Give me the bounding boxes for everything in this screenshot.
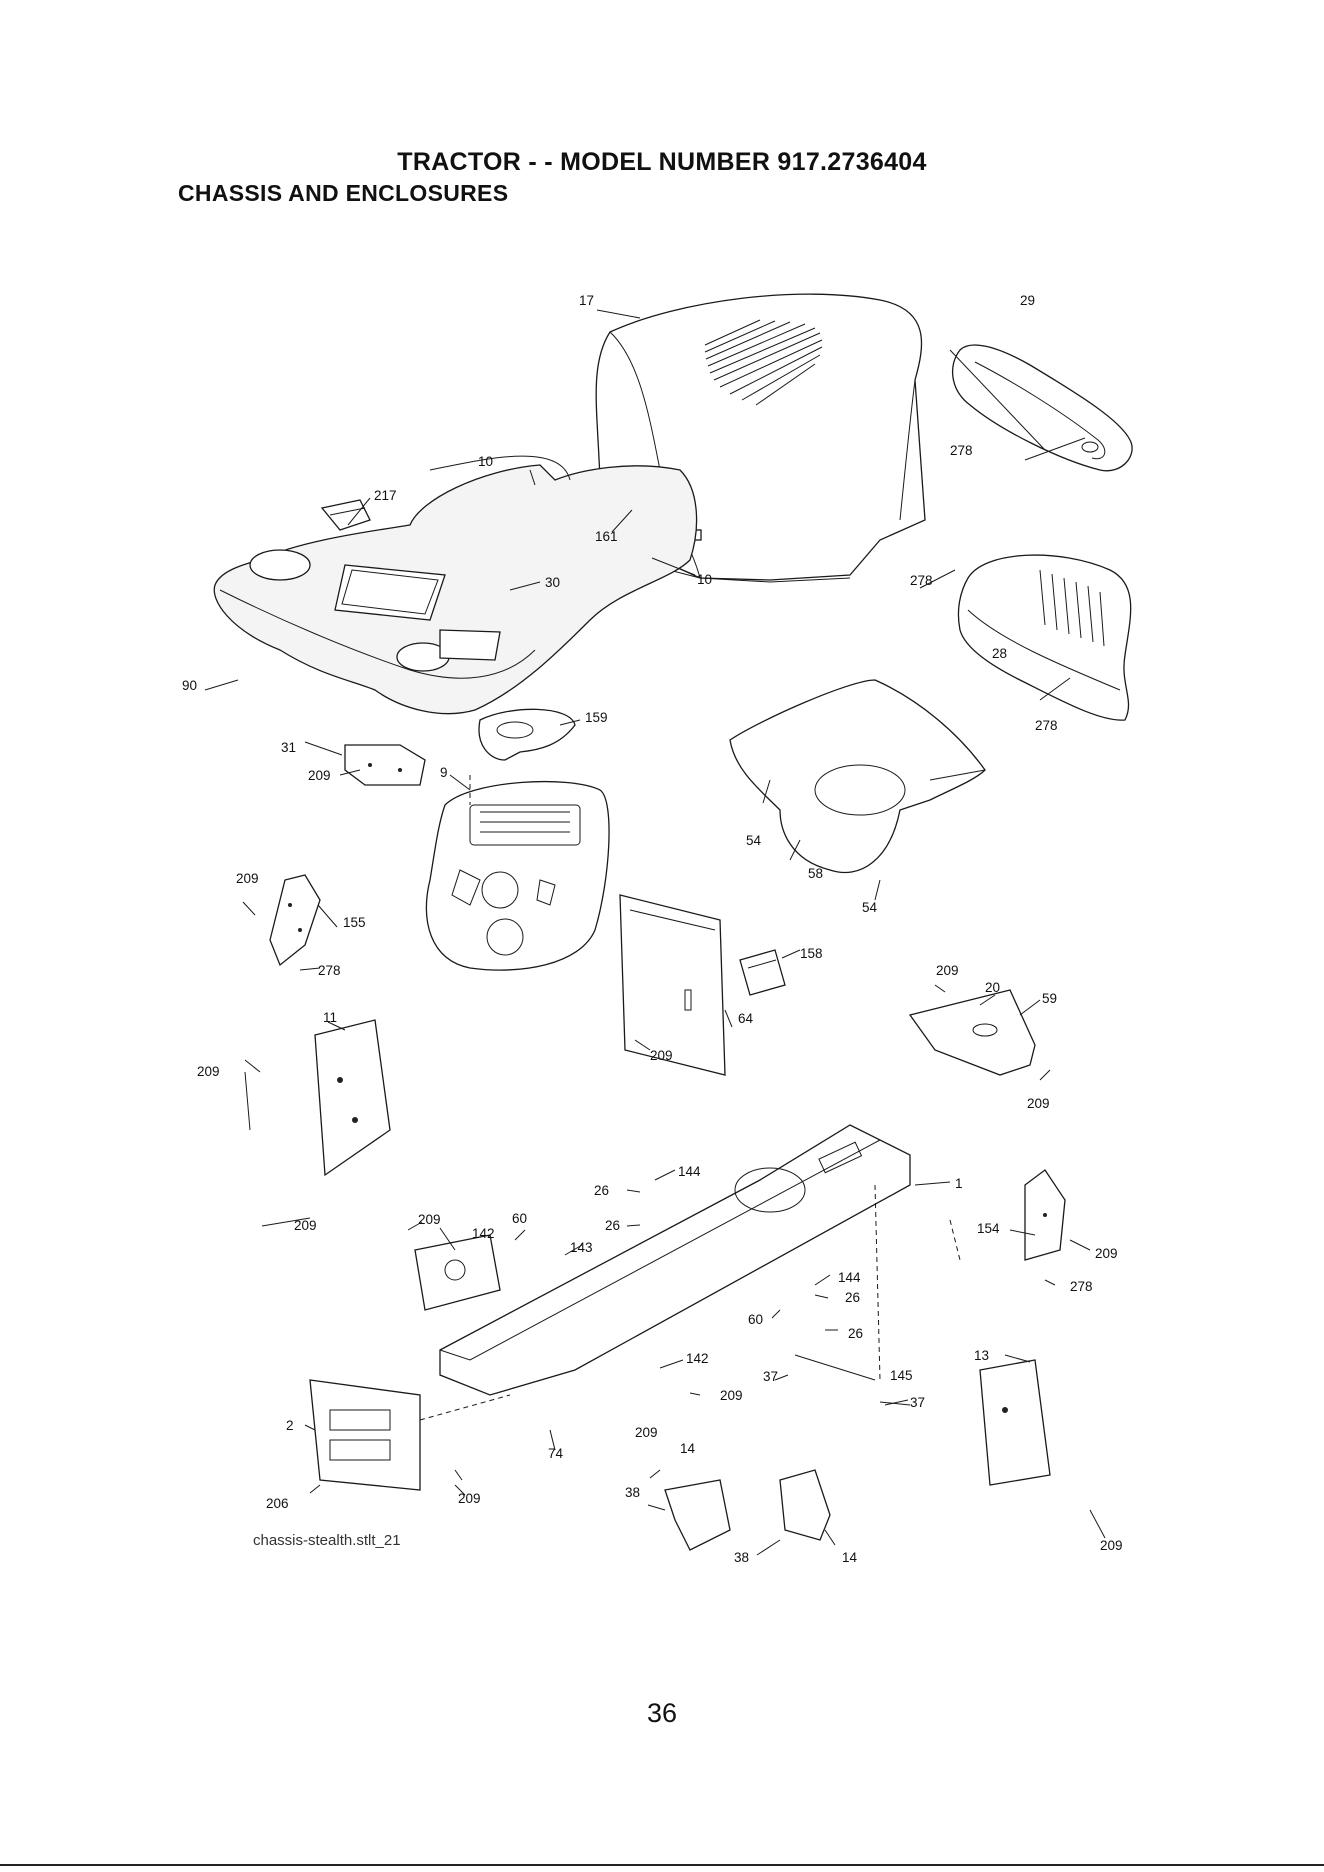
callout-209: 209 [1027,1096,1050,1111]
callout-59: 59 [1042,991,1057,1006]
callout-26: 26 [848,1326,863,1341]
callout-144: 144 [678,1164,701,1179]
callout-37: 37 [763,1369,778,1384]
hood-grille-vents [704,319,823,406]
callout-209: 209 [936,963,959,978]
callout-26: 26 [605,1218,620,1233]
callout-278: 278 [318,963,341,978]
callout-74: 74 [548,1446,564,1461]
plate-part-20 [908,989,1036,1076]
plate-part-2 [309,1379,421,1491]
grille-part-28 [957,554,1132,721]
bracket-part-38a [664,1479,731,1551]
callout-143: 143 [570,1240,593,1255]
fender-part-30 [213,455,698,715]
callout-60: 60 [748,1312,763,1327]
callout-29: 29 [1020,293,1035,308]
callout-labels: 17 29 278 10 217 161 10 30 278 28 278 90… [182,293,1123,1565]
callout-278: 278 [1035,718,1058,733]
callout-54: 54 [862,900,878,915]
cup-holder-part-159 [478,708,576,761]
callout-154: 154 [977,1221,1000,1236]
callout-206: 206 [266,1496,289,1511]
callout-217: 217 [374,488,397,503]
callout-9: 9 [440,765,448,780]
callout-26: 26 [594,1183,609,1198]
callout-20: 20 [985,980,1000,995]
callout-26: 26 [845,1290,860,1305]
plate-part-11 [314,1019,391,1177]
callout-209: 209 [418,1212,441,1227]
callout-30: 30 [545,575,560,590]
callout-13: 13 [974,1348,989,1363]
callout-209: 209 [650,1048,673,1063]
callout-278: 278 [1070,1279,1093,1294]
callout-209: 209 [720,1388,743,1403]
callout-14: 14 [842,1550,858,1565]
callout-31: 31 [281,740,296,755]
callout-2: 2 [286,1418,294,1433]
callout-209: 209 [308,768,331,783]
callout-58: 58 [808,866,823,881]
bracket-part-31 [344,744,426,786]
callout-144: 144 [838,1270,861,1285]
bracket-part-38b [779,1469,831,1541]
figure-code: chassis-stealth.stlt_21 [253,1532,401,1549]
page-number: 36 [646,1698,678,1728]
callout-17: 17 [579,293,594,308]
callout-10: 10 [697,572,712,587]
callout-38: 38 [734,1550,749,1565]
dash-panel-part-9 [425,780,610,971]
callout-37: 37 [910,1395,925,1410]
callout-278: 278 [950,443,973,458]
callout-209: 209 [197,1064,220,1079]
plate-part-13 [979,1359,1051,1486]
leader-lines [204,309,1106,1556]
callout-158: 158 [800,946,823,961]
bracket-part-142 [414,1234,501,1311]
callout-142: 142 [686,1351,709,1366]
callout-54: 54 [746,833,762,848]
callout-145: 145 [890,1368,913,1383]
callout-10: 10 [478,454,493,469]
headlight-housing-part-29 [951,344,1133,472]
frame-part-1 [439,1124,911,1396]
panel-part-64 [619,894,726,1076]
callout-209: 209 [236,871,259,886]
callout-1: 1 [955,1176,963,1191]
callout-209: 209 [294,1218,317,1233]
callout-155: 155 [343,915,366,930]
callout-28: 28 [992,646,1007,661]
callout-90: 90 [182,678,197,693]
page-title: TRACTOR - - MODEL NUMBER 917.2736404 [397,148,927,176]
callout-142: 142 [472,1226,495,1241]
connector-part-158 [739,949,786,996]
section-subtitle: CHASSIS AND ENCLOSURES [178,180,509,206]
callout-209: 209 [1095,1246,1118,1261]
footer-rule [0,1864,1324,1866]
callout-161: 161 [595,529,618,544]
callout-209: 209 [635,1425,658,1440]
callout-11: 11 [323,1010,337,1025]
latch-part-217 [320,499,371,531]
callout-159: 159 [585,710,608,725]
rod-part-145 [794,1354,876,1381]
callout-14: 14 [680,1441,696,1456]
callout-64: 64 [738,1011,754,1026]
seat-pan-part-58 [729,679,986,874]
callout-278: 278 [910,573,933,588]
callout-209: 209 [1100,1538,1123,1553]
callout-60: 60 [512,1211,527,1226]
callout-38: 38 [625,1485,640,1500]
bracket-part-155 [269,874,321,967]
callout-209: 209 [458,1491,481,1506]
bracket-part-154 [1024,1169,1066,1261]
